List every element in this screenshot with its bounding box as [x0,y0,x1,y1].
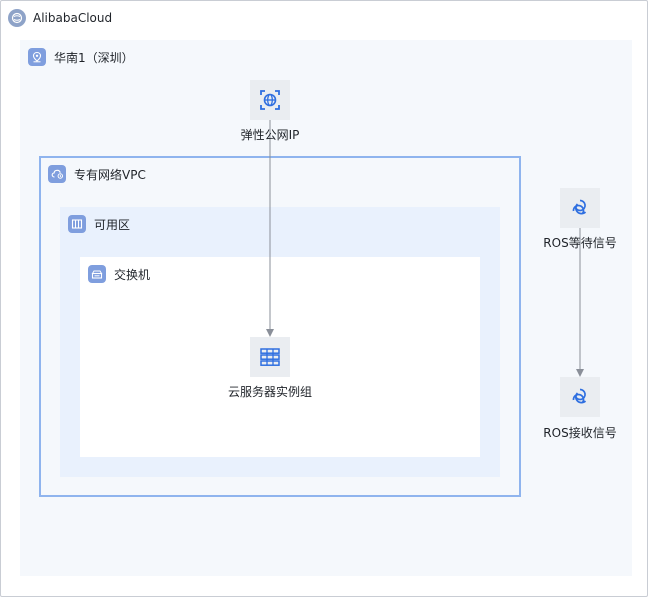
region-label: 华南1（深圳） [54,51,134,65]
eip-label: 弹性公网IP [240,128,300,142]
ros-icon [572,388,587,404]
ros-receive-label: ROS接收信号 [543,426,617,440]
vswitch-label: 交换机 [114,268,151,282]
zone-grid-icon [68,215,86,233]
server-group-icon [260,348,280,366]
ros-icon [572,199,587,215]
ros-wait-label: ROS等待信号 [543,236,617,250]
vpc-label: 专有网络VPC [74,168,146,182]
ros-receive-node[interactable] [560,377,600,417]
region-pin-icon [28,48,46,66]
eip-node[interactable] [250,80,290,120]
ecs-group-node[interactable] [250,337,290,377]
globe-expand-icon [260,90,280,110]
cloud-badge-icon [8,9,26,27]
cloud-label: AlibabaCloud [33,11,113,25]
vswitch-icon [88,265,106,283]
vpc-cloud-icon [48,165,66,183]
ecs-group-label: 云服务器实例组 [227,385,312,399]
ros-wait-node[interactable] [560,188,600,228]
zone-label: 可用区 [94,218,131,232]
